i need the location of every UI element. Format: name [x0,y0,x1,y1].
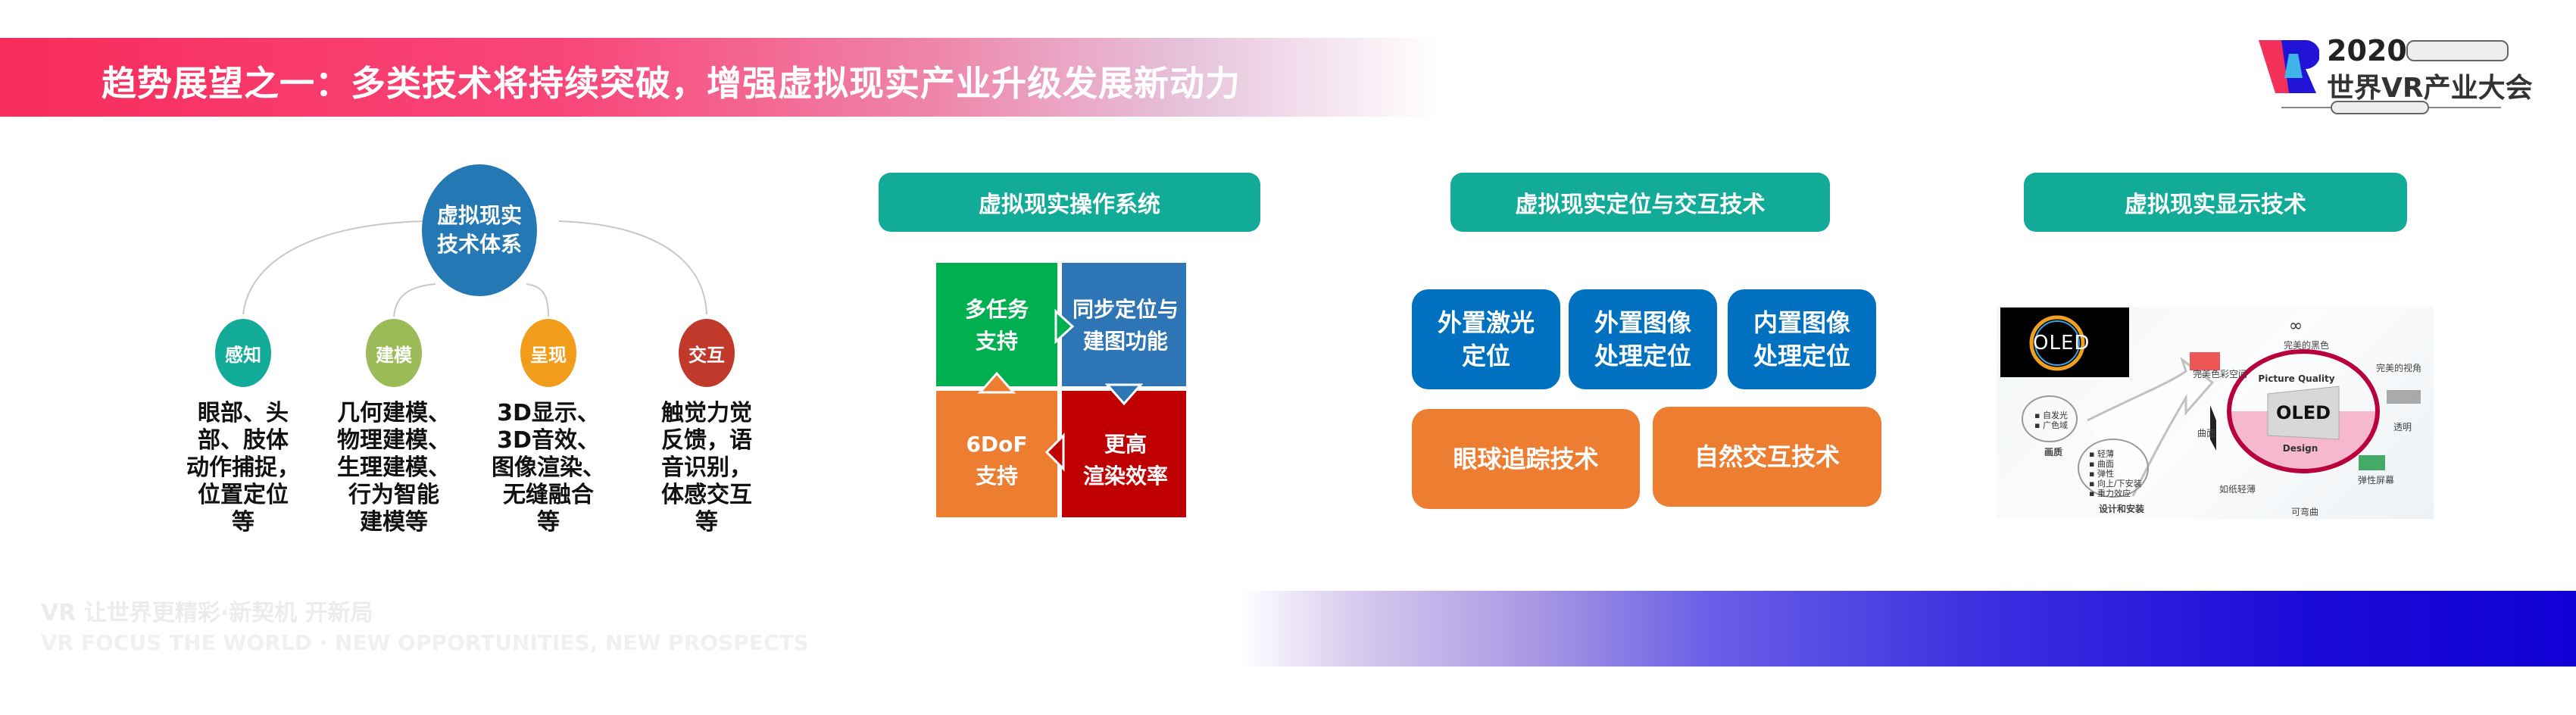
logo-badge [2406,40,2509,61]
svg-text:∞: ∞ [2289,317,2303,336]
branch-description-interaction: 触觉力觉反馈，语音识别，体感交互等 [661,400,752,535]
tile-slam [1062,263,1186,386]
tech-system-center: 虚拟现实技术体系 [422,164,537,296]
tile-multitask-label: 多任务支持 [964,297,1029,354]
oled-illustration: ∞ OLED ▪ 自发光▪ 广色域 画质 ▪ 轻薄▪ 曲面▪ 弹性▪ 向上/下安… [1997,307,2434,519]
display-section-header: 虚拟现实显示技术 [2024,173,2407,232]
arrow-left-icon [1044,432,1065,472]
logo-year: 2020 [2327,34,2407,67]
feature-viewing-angle: 完美的视角 [2375,363,2422,373]
connector-lines [242,220,707,317]
feature-transparent: 透明 [2393,422,2412,432]
branch-perception: 感知 [215,319,271,387]
footer-gradient-bar [1242,591,2576,667]
feature-flexible-screen: 弹性屏幕 [2357,475,2395,486]
feature-bendable: 可弯曲 [2290,507,2319,517]
design-list: ▪ 轻薄▪ 曲面▪ 弹性▪ 向上/下安装▪ 重力效应 [2089,449,2142,498]
logo-subtitle-pill [2331,101,2429,114]
center-oled-logo: OLED [2275,402,2331,423]
oled-diagram-graphics: ∞ [2000,308,2421,498]
arrow-down-icon [1104,383,1144,406]
quality-label: 画质 [2044,447,2063,457]
arrow-up-icon [977,371,1016,394]
branch-description-perception: 眼部、头部、肢体动作捕捉，位置定位等 [186,400,300,535]
feature-curved: 曲面 [2197,428,2216,439]
natural-interaction: 自然交互技术 [1653,407,1881,507]
os-section-header: 虚拟现实操作系统 [879,173,1260,232]
external-image-positioning: 外置图像处理定位 [1569,289,1717,389]
tile-slam-label: 同步定位与建图功能 [1072,297,1179,354]
conference-logo: 2020 世界VR产业大会 [2259,34,2533,117]
quality-list: ▪ 自发光▪ 广色域 [2034,411,2068,430]
branch-modeling: 建模 [366,319,422,387]
arrow-right-icon [1054,308,1075,345]
eye-tracking: 眼球追踪技术 [1412,409,1640,509]
design-title: Design [2282,443,2318,454]
footer-slogan-cn: VR 让世界更精彩·新契机 开新局 [41,600,373,626]
internal-image-positioning: 内置图像处理定位 [1728,289,1876,389]
feature-color-space: 完美色彩空间 [2192,369,2248,379]
vr-logo-icon [2259,40,2319,93]
tile-rendering-label: 更高渲染效率 [1082,432,1168,489]
interaction-section-header: 虚拟现实定位与交互技术 [1450,173,1830,232]
design-label: 设计和安装 [2098,504,2145,514]
title-banner [0,38,1439,117]
footer-slogan-en: VR FOCUS THE WORLD · NEW OPPORTUNITIES, … [41,630,809,655]
branch-description-rendering: 3D显示、3D音效、图像渲染、无缝融合等 [492,400,605,535]
picture-quality-label: Picture Quality [2258,373,2335,384]
logo-name: 世界VR产业大会 [2327,73,2533,104]
feature-black: 完美的黑色 [2283,340,2330,351]
external-laser-positioning: 外置激光定位 [1412,289,1560,389]
tile-multitask [936,263,1057,386]
feature-paper-thin: 如纸轻薄 [2218,484,2256,495]
tile-rendering [1062,391,1186,517]
branch-description-modeling: 几何建模、物理建模、生理建模、行为智能建模等 [337,400,451,535]
oled-logo-text: OLED [2033,332,2090,354]
tile-6dof [936,391,1057,517]
page-title: 趋势展望之一：多类技术将持续突破，增强虚拟现实产业升级发展新动力 [101,63,1241,104]
os-quad-diagram [936,263,1186,517]
branch-rendering: 呈现 [520,319,576,387]
branch-interaction: 交互 [679,319,735,387]
